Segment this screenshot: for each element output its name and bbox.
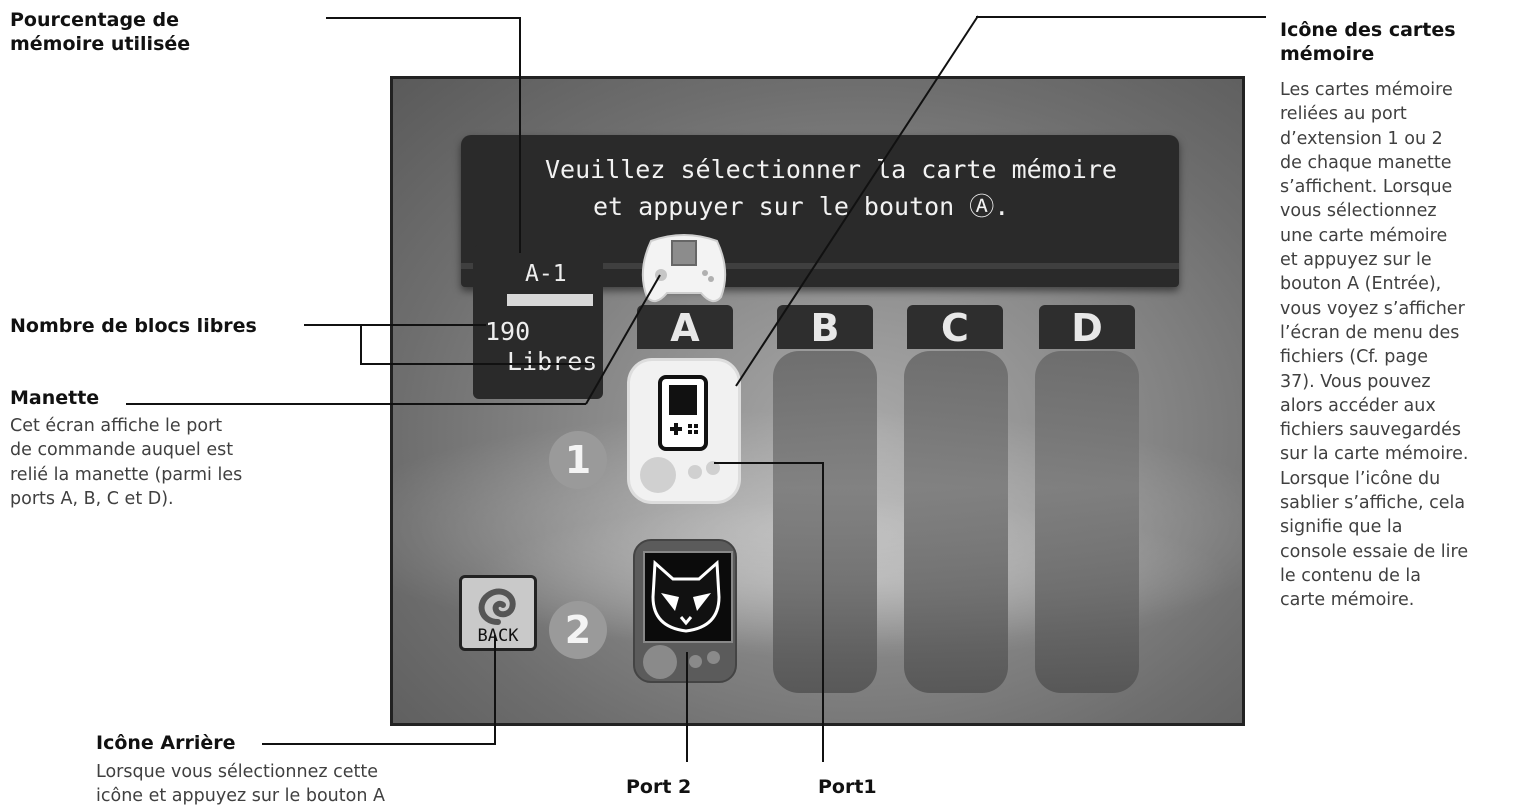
- memory-card-screen-icon: [669, 385, 697, 415]
- port-2-annotation: Port 2: [626, 776, 692, 798]
- annotation-line: [519, 17, 521, 253]
- vmu-button-icon: [707, 651, 720, 664]
- memory-card-icon-annotation-line: Lorsque l’icône du: [1280, 468, 1441, 489]
- tab-port-d[interactable]: D: [1039, 305, 1135, 350]
- port-1-annotation: Port1: [818, 776, 877, 798]
- tab-port-b[interactable]: B: [777, 305, 873, 350]
- back-button[interactable]: BACK: [459, 575, 537, 651]
- selected-slot-name: A-1: [525, 261, 567, 287]
- controller-annotation-title: Manette: [10, 387, 100, 409]
- memory-card-icon-title-line1: Icône des cartes: [1280, 19, 1456, 41]
- memory-card-icon-annotation-line: carte mémoire.: [1280, 590, 1415, 611]
- annotation-line: [360, 363, 592, 365]
- back-label: BACK: [477, 626, 519, 646]
- memory-card-icon-annotation-line: sur la carte mémoire.: [1280, 444, 1469, 465]
- annotation-line: [822, 462, 824, 762]
- port-b-column: [773, 351, 877, 693]
- port-c-column: [904, 351, 1008, 693]
- memory-card-slot-2[interactable]: [633, 539, 737, 683]
- dpad-buttons-icon: [670, 423, 698, 435]
- memory-card-icon-annotation-line: vous sélectionnez: [1280, 201, 1437, 222]
- memory-usage-bar: [507, 294, 593, 306]
- controller-annotation-line: de commande auquel est: [10, 440, 234, 461]
- vmu-button-icon: [706, 461, 720, 475]
- memory-card-icon-annotation-text: Les cartes mémoire reliées au port d’exten…: [1280, 78, 1468, 613]
- memory-card-icon-annotation-line: l’écran de menu des: [1280, 322, 1460, 343]
- annotation-line: [686, 652, 688, 762]
- back-icon-annotation-line: icône et appuyez sur le bouton A: [96, 786, 385, 807]
- instruction-line-2: et appuyer sur le bouton Ⓐ.: [593, 192, 1010, 221]
- expansion-slot-1-number: 1: [549, 431, 607, 489]
- controller-icon: [641, 234, 727, 303]
- tab-port-a[interactable]: A: [637, 305, 733, 350]
- memory-card-icon-annotation-line: 37). Vous pouvez: [1280, 371, 1431, 392]
- memory-card-icon-annotation-line: reliées au port: [1280, 104, 1407, 125]
- memory-card-icon-annotation-line: signifie que la: [1280, 517, 1403, 538]
- annotation-line: [494, 635, 496, 745]
- memory-card-icon-annotation-line: fichiers (Cf. page: [1280, 347, 1429, 368]
- memory-card-icon-annotation-line: sablier s’affiche, cela: [1280, 493, 1466, 514]
- annotation-line: [360, 324, 362, 364]
- expansion-slot-2-number: 2: [549, 601, 607, 659]
- memory-card-icon-title-line2: mémoire: [1280, 43, 1375, 65]
- back-icon-annotation-text: Lorsque vous sélectionnez cette icône et…: [96, 760, 385, 809]
- memory-percentage-label: Pourcentage de mémoire utilisée: [10, 8, 190, 56]
- controller-annotation-text: Cet écran affiche le port de commande au…: [10, 414, 242, 511]
- tab-port-c[interactable]: C: [907, 305, 1003, 350]
- memory-card-icon-annotation-line: de chaque manette: [1280, 152, 1452, 173]
- vmu-button-icon: [688, 465, 702, 479]
- controller-annotation-line: ports A, B, C et D).: [10, 488, 174, 509]
- memory-card-icon-annotation-line: bouton A (Entrée),: [1280, 274, 1442, 295]
- swirl-back-icon: [478, 588, 516, 625]
- annotation-line: [304, 324, 486, 326]
- vmu-dpad-icon: [640, 457, 676, 493]
- memory-card-icon-annotation-title: Icône des cartes mémoire: [1280, 18, 1456, 66]
- panel-stripe: [461, 263, 1179, 269]
- memory-info-box: A-1 190 Libres: [473, 245, 603, 399]
- annotation-line: [326, 17, 521, 19]
- memory-card-icon-annotation-line: fichiers sauvegardés: [1280, 420, 1462, 441]
- memory-card-slot-1[interactable]: [630, 361, 738, 501]
- memory-card-icon-annotation-line: le contenu de la: [1280, 565, 1422, 586]
- annotation-line: [714, 462, 824, 464]
- memory-percentage-label-line1: Pourcentage de: [10, 9, 180, 31]
- back-icon-annotation-line: Lorsque vous sélectionnez cette: [96, 762, 378, 782]
- controller-annotation-line: relié la manette (parmi les: [10, 464, 243, 485]
- memory-card-select-screen: Veuillez sélectionner la carte mémoire e…: [390, 76, 1245, 726]
- memory-card-icon-annotation-line: alors accéder aux: [1280, 395, 1436, 416]
- memory-card-icon-annotation-line: et appuyez sur le: [1280, 250, 1432, 271]
- memory-card-icon: [658, 375, 708, 451]
- annotation-line: [976, 16, 1266, 18]
- free-blocks-annotation: Nombre de blocs libres: [10, 315, 257, 337]
- port-d-column: [1035, 351, 1139, 693]
- instruction-line-1: Veuillez sélectionner la carte mémoire: [545, 155, 1117, 184]
- controller-annotation-line: Cet écran affiche le port: [10, 416, 223, 436]
- annotation-line: [262, 743, 496, 745]
- memory-card-icon-annotation-line: s’affichent. Lorsque: [1280, 177, 1453, 198]
- free-blocks-label: Libres: [507, 347, 598, 376]
- memory-card-icon-annotation-line: vous voyez s’afficher: [1280, 298, 1465, 319]
- cat-face-icon: [643, 551, 733, 643]
- memory-card-icon-annotation-line: console essaie de lire: [1280, 541, 1469, 562]
- memory-card-icon-annotation-line: d’extension 1 ou 2: [1280, 128, 1443, 149]
- vmu-button-icon: [689, 655, 702, 668]
- memory-card-icon-annotation-line: Les cartes mémoire: [1280, 80, 1453, 100]
- free-blocks-count: 190: [485, 317, 531, 346]
- annotation-line: [126, 403, 586, 405]
- vmu-dpad-icon: [643, 645, 677, 679]
- memory-card-icon-annotation-line: une carte mémoire: [1280, 225, 1448, 246]
- back-icon-annotation-title: Icône Arrière: [96, 732, 236, 754]
- memory-percentage-label-line2: mémoire utilisée: [10, 33, 191, 55]
